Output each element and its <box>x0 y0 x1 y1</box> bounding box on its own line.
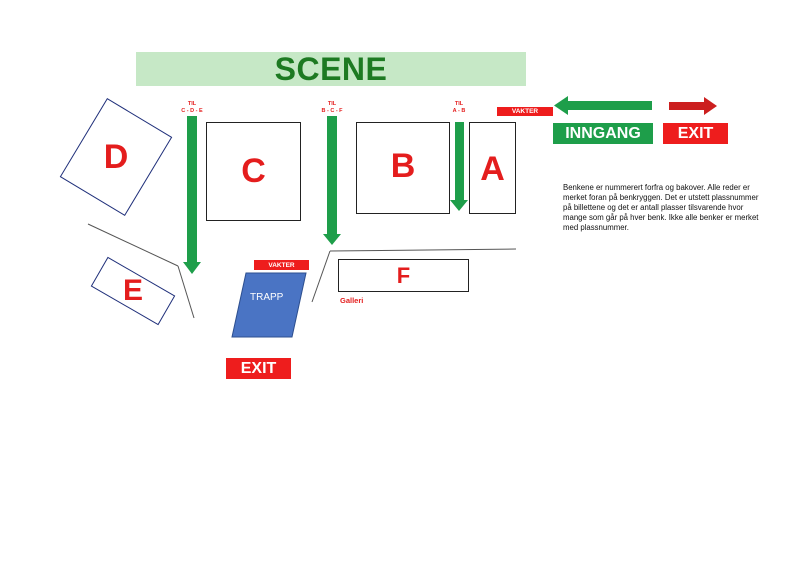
arrow-exit <box>669 97 717 115</box>
direction-label-bcf-title: TIL <box>327 101 337 107</box>
direction-label-cde-title: TIL <box>187 101 197 107</box>
exit-sign-top: EXIT <box>663 123 728 144</box>
direction-label-ab-sub: A - B <box>452 107 466 114</box>
boundary-line-gallery-left <box>311 250 331 303</box>
section-c-label: C <box>241 152 266 190</box>
stairs-shape <box>231 272 307 338</box>
direction-label-cde-sub: C - D - E <box>181 107 203 114</box>
boundary-line-left <box>87 223 179 267</box>
boundary-line-left-lower <box>177 265 195 319</box>
section-f-label: F <box>396 262 411 288</box>
entrance-sign-label: INNGANG <box>565 124 641 142</box>
arrow-to-cde <box>183 116 201 274</box>
section-e-label: E <box>122 273 144 307</box>
guards-badge-stairs: VAKTER <box>254 260 309 270</box>
section-c: C <box>206 122 301 221</box>
arrow-to-ab <box>450 122 468 211</box>
stairs-label: TRAPP <box>250 292 284 303</box>
section-a: A <box>469 122 516 214</box>
direction-label-bcf: TIL B - C - F <box>312 101 352 114</box>
exit-sign-bottom: EXIT <box>226 358 291 379</box>
direction-label-bcf-sub: B - C - F <box>321 107 343 114</box>
section-a-label: A <box>480 150 505 188</box>
stage-label: SCENE <box>274 50 388 87</box>
arrow-to-bcf <box>323 116 341 245</box>
exit-sign-top-label: EXIT <box>677 124 714 142</box>
guards-badge-stairs-label: VAKTER <box>268 261 295 269</box>
guards-badge-top: VAKTER <box>497 107 553 116</box>
section-b: B <box>356 122 450 214</box>
arrow-entrance <box>554 96 652 115</box>
boundary-line-gallery-top <box>329 248 517 252</box>
seating-note: Benkene er nummerert forfra og bakover. … <box>563 183 759 232</box>
section-d-label: D <box>103 137 129 176</box>
section-f: F <box>338 259 469 292</box>
direction-label-ab-title: TIL <box>454 101 464 107</box>
entrance-sign: INNGANG <box>553 123 653 144</box>
direction-label-cde: TIL C - D - E <box>172 101 212 114</box>
direction-label-ab: TIL A - B <box>439 101 479 114</box>
gallery-label: Galleri <box>340 296 364 305</box>
exit-sign-bottom-label: EXIT <box>240 359 277 377</box>
guards-badge-top-label: VAKTER <box>511 108 539 115</box>
stage-banner: SCENE <box>136 50 526 87</box>
section-b-label: B <box>390 147 416 185</box>
